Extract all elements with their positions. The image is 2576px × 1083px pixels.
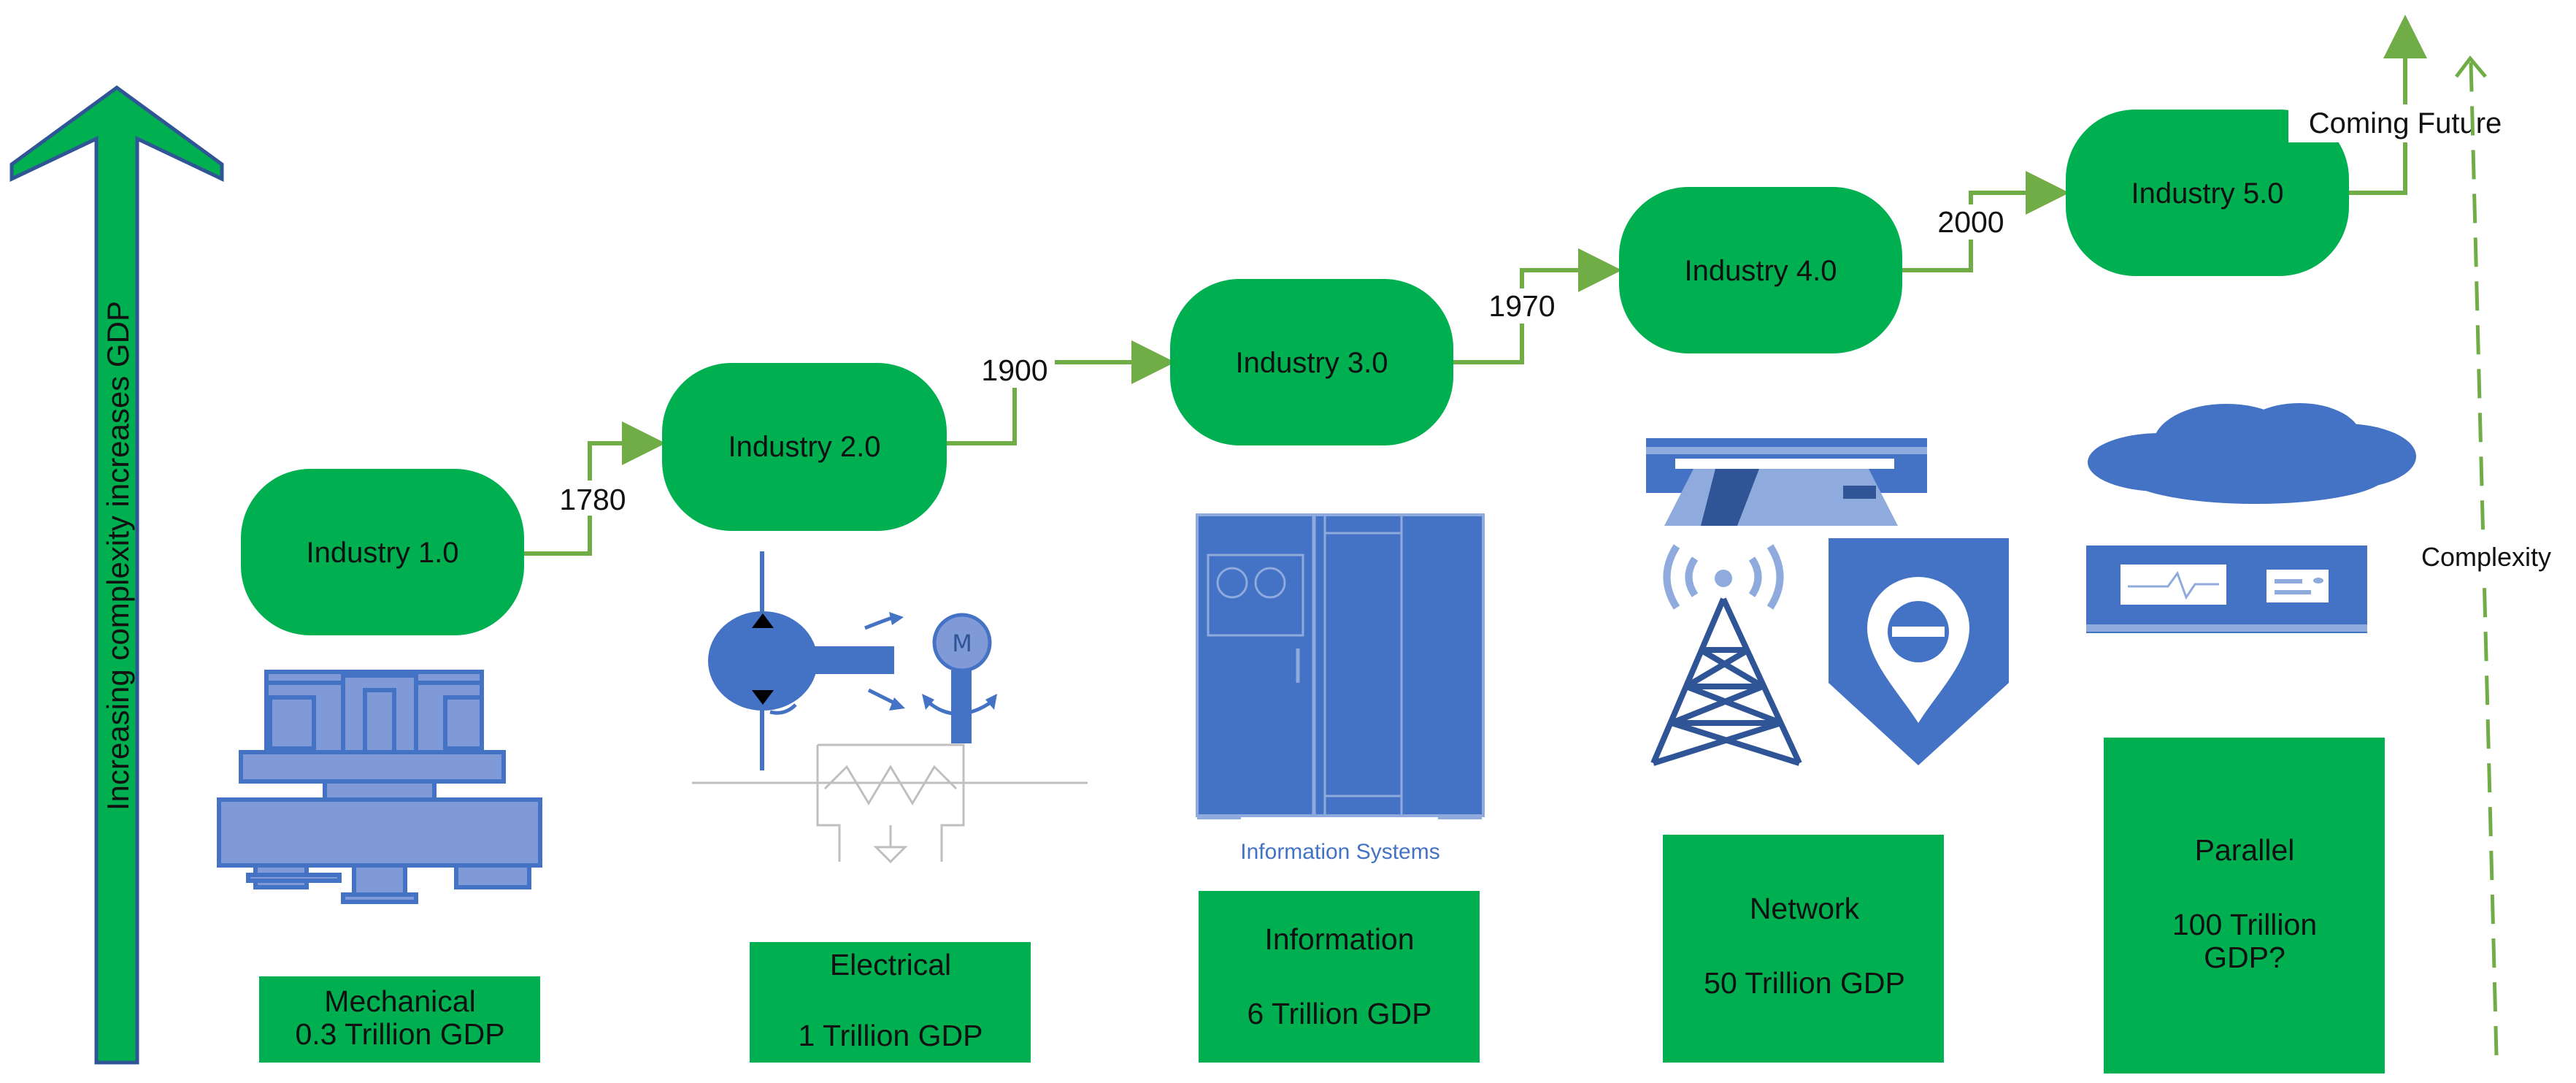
info-box-parallel: Parallel 100 Trillion GDP?: [2104, 738, 2385, 1074]
info-box-gdp: 100 Trillion: [2172, 908, 2317, 941]
location-pin-icon: [1829, 538, 2009, 765]
info-box-gdp: 6 Trillion GDP: [1247, 997, 1432, 1030]
stage-industry-2: Industry 2.0: [662, 363, 947, 531]
info-box-gdp: 1 Trillion GDP: [799, 1019, 983, 1052]
connector-2-3: [946, 340, 1175, 445]
information-systems-caption: Information Systems: [1240, 840, 1439, 864]
info-box-title: Information: [1264, 922, 1414, 956]
server-cabinet-icon: [1196, 513, 1485, 819]
info-box-electrical: Electrical 1 Trillion GDP: [750, 942, 1031, 1063]
cloud-icon: [2088, 403, 2416, 504]
info-box-gdp: 50 Trillion GDP: [1704, 966, 1905, 1000]
info-box-information: Information 6 Trillion GDP: [1199, 891, 1480, 1063]
year-label-2000: 2000: [1937, 205, 2004, 239]
card-reader-icon: [1646, 438, 1927, 526]
server-unit-icon: [2086, 546, 2367, 633]
connector-5-future: [2347, 15, 2427, 195]
radio-tower-icon: [1650, 544, 1802, 766]
stage-industry-1: Industry 1.0: [241, 469, 524, 635]
svg-text:M: M: [952, 629, 972, 657]
info-box-title: Parallel: [2195, 833, 2295, 867]
info-box-gdp-suffix: GDP?: [2204, 941, 2285, 974]
year-label-1780: 1780: [559, 483, 626, 516]
complexity-axis-label: Complexity: [2421, 542, 2551, 572]
stage-label-industry-2: Industry 2.0: [728, 431, 880, 463]
coming-future-label: Coming Future: [2309, 107, 2502, 139]
info-box-network: Network 50 Trillion GDP: [1663, 835, 1944, 1063]
year-label-1970: 1970: [1488, 289, 1555, 323]
complexity-axis: Complexity: [2402, 55, 2569, 1056]
stage-label-industry-5: Industry 5.0: [2131, 177, 2283, 210]
left-axis-arrow: Increasing complexity increases GDP: [9, 85, 224, 1065]
info-box-title: Electrical: [830, 948, 951, 981]
info-box-mechanical: Mechanical 0.3 Trillion GDP: [259, 976, 540, 1063]
stage-label-industry-1: Industry 1.0: [306, 537, 458, 569]
pump-motor-icon: M: [692, 551, 1088, 864]
stage-label-industry-4: Industry 4.0: [1684, 255, 1837, 287]
machine-icon: [217, 670, 542, 904]
year-labels: 1780 1900 1970 2000: [555, 204, 2011, 516]
stage-label-industry-3: Industry 3.0: [1235, 347, 1388, 379]
stage-industry-5: Industry 5.0: [2066, 110, 2349, 276]
stage-industry-4: Industry 4.0: [1619, 187, 1902, 353]
info-box-gdp: 0.3 Trillion GDP: [295, 1017, 504, 1051]
info-box-title: Network: [1750, 892, 1860, 925]
year-label-1900: 1900: [981, 353, 1047, 387]
left-axis-label: Increasing complexity increases GDP: [101, 301, 135, 811]
stage-industry-3: Industry 3.0: [1170, 279, 1453, 445]
info-box-title: Mechanical: [324, 984, 475, 1018]
